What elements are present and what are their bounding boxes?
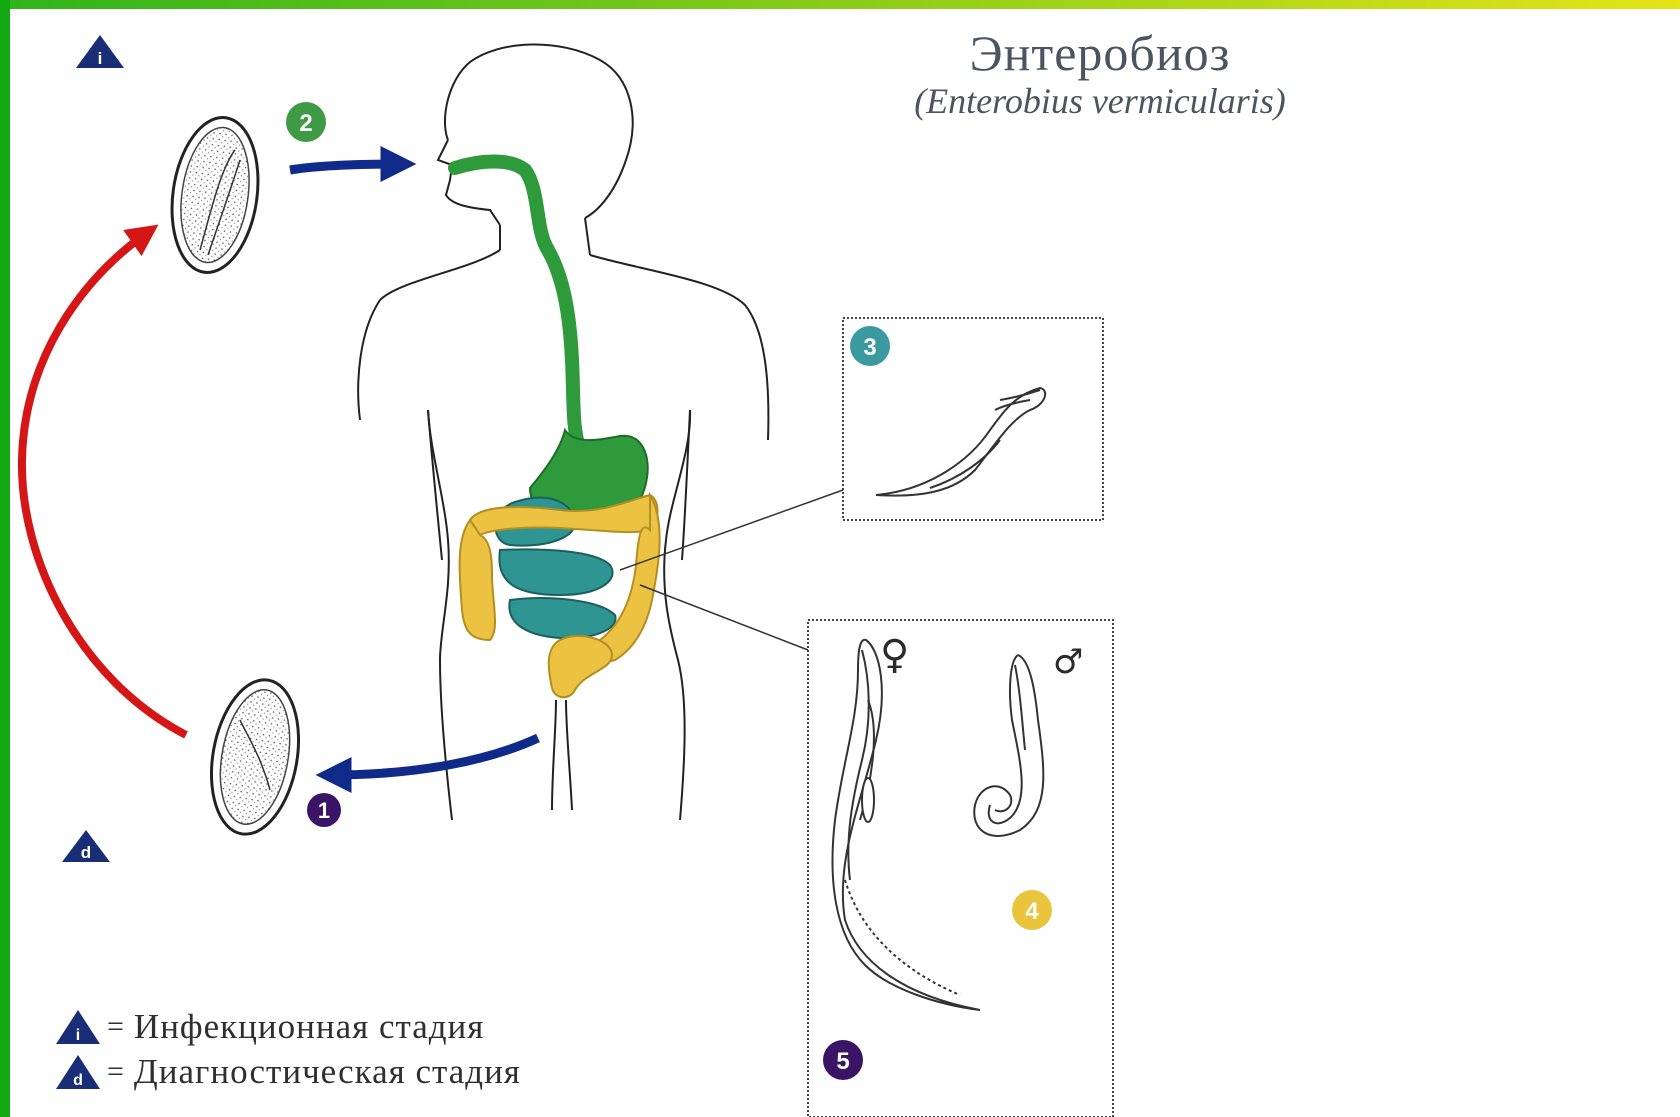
male-symbol: ♂ bbox=[1053, 642, 1083, 682]
stage-number-2: 2 bbox=[299, 110, 312, 137]
legend-diagnostic-text: Диагностическая стадия bbox=[134, 1052, 521, 1092]
stage-number-3: 3 bbox=[863, 334, 876, 361]
stage-marker-2: 2 bbox=[286, 102, 326, 142]
legend-infective-text: Инфекционная стадия bbox=[134, 1007, 484, 1047]
legend-diagnostic: d = Диагностическая стадия bbox=[55, 1050, 521, 1094]
stage-marker-3: 3 bbox=[850, 326, 890, 366]
diagram-subtitle: (Enterobius vermicularis) bbox=[850, 80, 1350, 122]
stage-marker-5: 5 bbox=[823, 1040, 863, 1080]
diagnostic-marker-letter: d bbox=[81, 843, 91, 862]
stage-marker-4: 4 bbox=[1012, 890, 1052, 930]
legend-infective: i = Инфекционная стадия bbox=[55, 1005, 484, 1049]
female-symbol: ♀ bbox=[880, 632, 909, 678]
stage-marker-1: 1 bbox=[307, 793, 341, 827]
arrow-egg-to-mouth bbox=[290, 164, 402, 170]
egg-infective bbox=[163, 112, 268, 278]
diagram-title: Энтеробиоз bbox=[900, 24, 1300, 82]
legend-infective-equals: = bbox=[107, 1010, 124, 1044]
infective-stage-marker: i bbox=[76, 35, 124, 68]
frame-top-border bbox=[0, 0, 1680, 9]
esophagus bbox=[455, 162, 580, 451]
arrow-anus-to-egg bbox=[330, 738, 538, 775]
legend-infective-letter: i bbox=[76, 1027, 80, 1044]
arrow-cycle-return bbox=[22, 232, 186, 735]
pointer-line-adults bbox=[640, 585, 808, 650]
stage-number-1: 1 bbox=[318, 798, 330, 823]
stage-number-4: 4 bbox=[1025, 898, 1039, 925]
stage-number-5: 5 bbox=[836, 1048, 849, 1075]
human-body-outline bbox=[358, 44, 768, 820]
legend-diagnostic-letter: d bbox=[73, 1072, 83, 1089]
diagnostic-stage-marker: d bbox=[62, 830, 110, 862]
legend-infective-triangle-icon: i bbox=[55, 1008, 101, 1046]
frame-left-border bbox=[0, 0, 10, 1117]
large-intestine bbox=[460, 495, 660, 697]
legend-diagnostic-equals: = bbox=[107, 1055, 124, 1089]
adult-worms-box bbox=[808, 620, 1113, 1117]
infective-marker-letter: i bbox=[98, 49, 103, 68]
egg-diagnostic bbox=[200, 673, 310, 841]
legend-diagnostic-triangle-icon: d bbox=[55, 1053, 101, 1091]
